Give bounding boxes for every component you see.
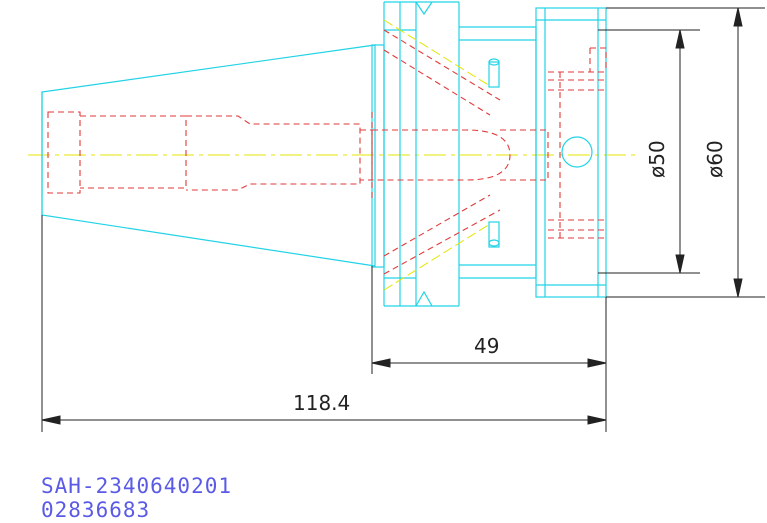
part-number: 02836683 [41,498,151,522]
dia-large-label: ø60 [703,140,727,178]
dia-small-label: ø50 [645,140,669,178]
thread-axis-lines [383,19,491,291]
overall-length-label: 118.4 [293,391,350,415]
part-code: SAH-2340640201 [41,474,233,498]
dimension-lines [41,7,765,432]
visible-outline [41,1,607,307]
hidden-lines [47,29,607,275]
flange-length-label: 49 [474,334,499,358]
